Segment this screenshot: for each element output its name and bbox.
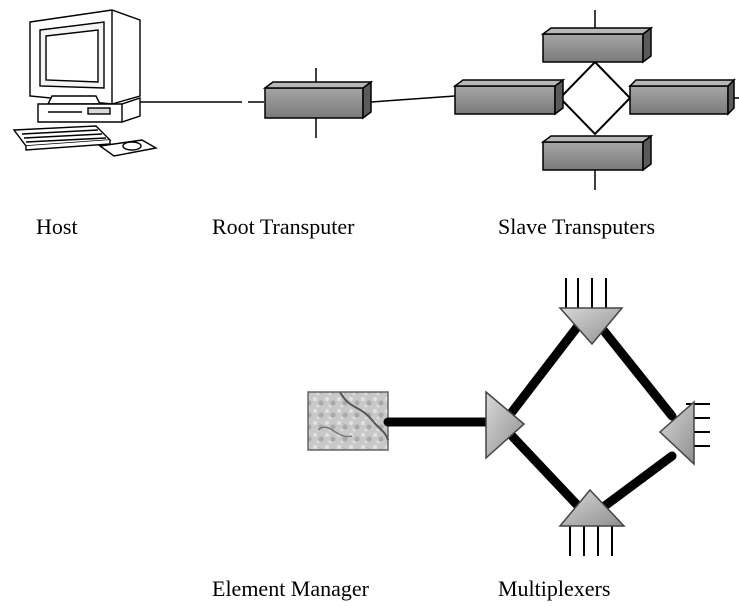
slave-transputer-right <box>628 78 736 116</box>
multiplexers-label: Multiplexers <box>498 576 611 601</box>
multiplexer-top <box>558 278 624 346</box>
multiplexer-left <box>485 390 526 460</box>
root-transputer-label: Root Transputer <box>212 214 355 239</box>
slave-transputer-top <box>540 26 654 64</box>
host-label: Host <box>36 214 78 239</box>
link-root-slave <box>370 95 456 103</box>
multiplexer-bottom <box>558 488 626 556</box>
multiplexers <box>485 278 710 556</box>
slave-transputers-label: Slave Transputers <box>498 214 656 239</box>
root-transputer-box <box>262 68 374 138</box>
slave-transputers-network <box>452 10 739 190</box>
element-manager-label: Element Manager <box>212 576 369 601</box>
slave-transputer-bottom <box>540 134 654 172</box>
multiplexer-links <box>383 321 677 513</box>
element-manager-icon <box>307 391 389 451</box>
host-computer-icon <box>12 9 158 157</box>
slave-transputer-left <box>452 78 566 116</box>
multiplexer-right <box>658 400 710 466</box>
